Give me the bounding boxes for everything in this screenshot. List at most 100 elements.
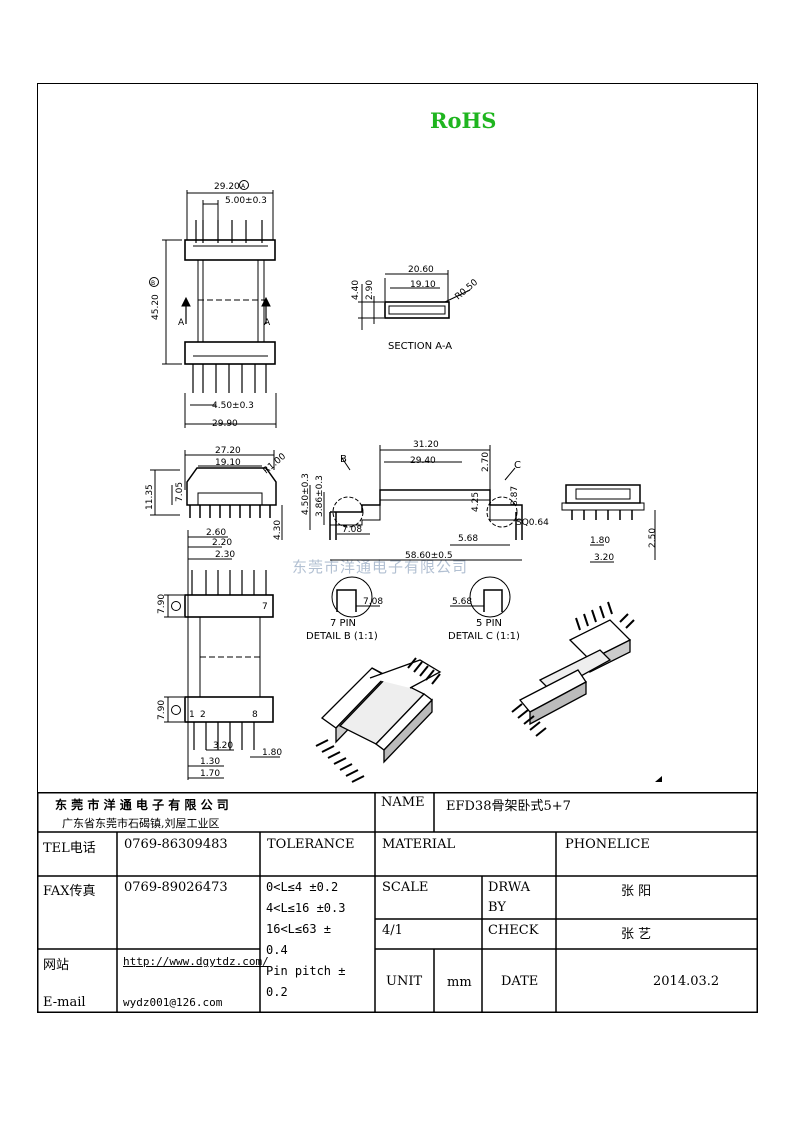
section-label-left: A: [178, 318, 185, 328]
check-value: 张 艺: [621, 927, 652, 942]
pin-number-8: 8: [252, 710, 258, 720]
side-dim-5: 3.86±0.3: [315, 475, 325, 517]
side-dim-7: 4.25: [471, 492, 481, 512]
dim-pin-pitch-top: 5.00±0.3: [225, 196, 267, 206]
dim-bottom-width: 29.90: [212, 419, 238, 429]
tolerance-line-5: Pin pitch ±: [266, 964, 346, 978]
bottom-dim-6: 3.20: [213, 741, 233, 751]
drawn-by-label-1: DRWA: [488, 880, 531, 895]
front-dim-height: 11.35: [145, 484, 155, 510]
dim-tag-a: A: [241, 183, 246, 190]
isometric-view-left: [315, 657, 442, 783]
section-title: SECTION A-A: [388, 341, 452, 352]
end-dim-2: 3.20: [594, 553, 614, 563]
bottom-dim-7: 1.80: [262, 748, 282, 758]
bottom-dim-3: 2.30: [215, 550, 235, 560]
drawn-by-value: 张 阳: [621, 884, 652, 899]
tolerance-line-2: 4<L≤16 ±0.3: [266, 901, 346, 915]
fax-value: 0769-89026473: [124, 880, 228, 895]
bottom-dim-4: 7.90: [157, 594, 167, 614]
side-dim-10: 5.68: [458, 534, 478, 544]
side-dim-4: 4.50±0.3: [301, 473, 311, 515]
unit-label: UNIT: [386, 974, 423, 989]
dim-tag-b: B: [151, 280, 155, 287]
company-watermark: 东莞市洋通电子有限公司: [292, 558, 469, 576]
fax-label: FAX传真: [43, 884, 96, 899]
tel-value: 0769-86309483: [124, 837, 228, 852]
tolerance-line-6: 0.2: [266, 985, 288, 999]
rohs-mark: RoHS: [430, 108, 497, 133]
scale-label: SCALE: [382, 880, 429, 895]
company-address: 广东省东莞市石碣镇,刘屋工业区: [62, 817, 220, 830]
check-label: CHECK: [488, 923, 539, 938]
detail-c: [450, 576, 511, 618]
front-dim-pin: 4.30: [273, 520, 283, 540]
side-dim-11: 58.60±0.5: [405, 551, 453, 561]
title-block-grid: [37, 792, 758, 1013]
detail-b: [331, 576, 380, 618]
date-label: DATE: [501, 974, 539, 989]
pin-number-2: 2: [200, 710, 206, 720]
end-dim-1: 1.80: [590, 536, 610, 546]
drawn-by-label-2: BY: [488, 900, 506, 915]
title-block: 东 莞 市 洋 通 电 子 有 限 公 司 广东省东莞市石碣镇,刘屋工业区 NA…: [37, 792, 758, 1013]
bottom-view: [164, 530, 280, 780]
section-dim-2: 19.10: [410, 280, 436, 290]
front-view: [150, 450, 283, 540]
detail-b-pins: 7 PIN: [330, 618, 356, 629]
side-dim-8: 8.87: [510, 486, 520, 506]
bottom-dim-1: 2.60: [206, 528, 226, 538]
section-dim-3: 4.40: [351, 280, 361, 300]
tolerance-label: TOLERANCE: [267, 837, 355, 852]
detail-c-pins: 5 PIN: [476, 618, 502, 629]
detail-b-dim: 7.08: [363, 597, 383, 607]
tolerance-line-1: 0<L≤4 ±0.2: [266, 880, 339, 894]
bottom-dim-5: 7.90: [157, 700, 167, 720]
detail-c-dim: 5.68: [452, 597, 472, 607]
isometric-view-right: [511, 601, 662, 782]
side-dim-2: 29.40: [410, 456, 436, 466]
email-label: E-mail: [43, 995, 86, 1010]
bottom-dim-8: 1.30: [200, 757, 220, 767]
end-dim-3: 2.50: [648, 528, 658, 548]
tel-label: TEL电话: [43, 841, 96, 856]
dim-pin-pitch-bottom: 4.50±0.3: [212, 401, 254, 411]
website-link[interactable]: http://www.dgytdz.com/: [123, 955, 269, 968]
dim-top-width: 29.20: [214, 182, 240, 192]
end-view: [561, 484, 656, 563]
name-label: NAME: [381, 795, 425, 810]
date-value: 2014.03.2: [653, 974, 720, 989]
company-name: 东 莞 市 洋 通 电 子 有 限 公 司: [55, 798, 229, 812]
detail-c-callout: C: [514, 460, 521, 471]
tolerance-line-4: 0.4: [266, 943, 288, 957]
website-label: 网站: [43, 958, 70, 973]
detail-b-title: DETAIL B (1:1): [306, 631, 378, 642]
side-dim-1: 31.20: [413, 440, 439, 450]
scale-value: 4/1: [382, 923, 403, 938]
front-dim-inner: 7.05: [175, 482, 185, 502]
front-dim-2: 19.10: [215, 458, 241, 468]
material-label: MATERIAL: [382, 837, 456, 852]
side-dim-3: 2.70: [481, 452, 491, 472]
pin-number-7: 7: [262, 602, 268, 612]
section-dim-1: 20.60: [408, 265, 434, 275]
technical-drawing: 29.20 A 5.00±0.3 45.20 B A A 4.50±0.3 29…: [145, 180, 662, 783]
side-view: [309, 445, 523, 561]
section-dim-radius: R0.50: [454, 278, 481, 303]
tolerance-line-3: 16<L≤63 ±: [266, 922, 332, 936]
section-label-right: A: [264, 318, 271, 328]
detail-c-title: DETAIL C (1:1): [448, 631, 520, 642]
part-name: EFD38骨架卧式5+7: [446, 799, 571, 814]
bottom-dim-2: 2.20: [212, 538, 232, 548]
pin-number-1: 1: [189, 710, 195, 720]
bottom-dim-9: 1.70: [200, 769, 220, 779]
material-value: PHONELICE: [565, 837, 650, 852]
side-dim-6: 7.08: [342, 525, 362, 535]
section-a-a: [358, 270, 471, 330]
detail-b-callout: B: [340, 454, 347, 465]
email-value: wydz001@126.com: [123, 996, 223, 1009]
section-dim-4: 2.90: [365, 280, 375, 300]
front-dim-1: 27.20: [215, 446, 241, 456]
top-view: [162, 190, 277, 428]
side-dim-9: SQ0.64: [516, 518, 549, 528]
